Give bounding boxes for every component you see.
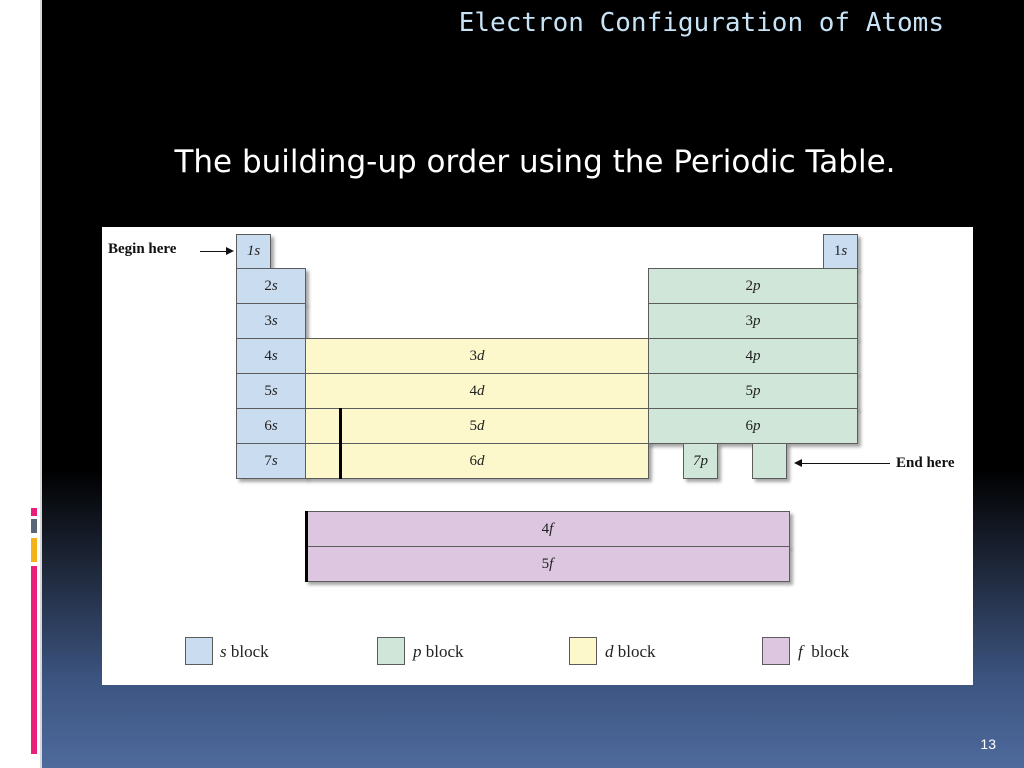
- slide-number: 13: [980, 736, 996, 752]
- accent-pink-small: [31, 508, 37, 516]
- accent-yellow: [31, 538, 37, 562]
- left-side-divider: [40, 0, 42, 768]
- legend-f-swatch: [762, 637, 790, 665]
- end-arrow: [802, 463, 890, 464]
- legend-d-label: d block: [605, 642, 656, 661]
- slide-subtitle: The building-up order using the Periodic…: [174, 144, 896, 180]
- legend-s-swatch: [185, 637, 213, 665]
- begin-arrow: [200, 251, 228, 252]
- f-block-divider: [305, 511, 308, 582]
- end-arrow-head: [794, 459, 802, 467]
- accent-slate: [31, 519, 37, 533]
- decor-bar-1: [20, 48, 25, 120]
- begin-arrow-head: [226, 247, 234, 255]
- legend-p-label: p block: [413, 642, 464, 661]
- legend-s-label: s block: [220, 642, 269, 661]
- decor-bar-2: [28, 48, 33, 120]
- begin-label: Begin here: [108, 241, 177, 257]
- legend-f-label: f block: [798, 642, 850, 661]
- decor-bar-3: [36, 48, 40, 120]
- accent-pink-long: [31, 566, 37, 754]
- cell-7p-end: [752, 443, 787, 479]
- slide-title: Electron Configuration of Atoms: [458, 8, 944, 38]
- end-label: End here: [896, 455, 955, 471]
- d-block-divider: [339, 408, 342, 479]
- legend-d-swatch: [569, 637, 597, 665]
- legend-p-swatch: [377, 637, 405, 665]
